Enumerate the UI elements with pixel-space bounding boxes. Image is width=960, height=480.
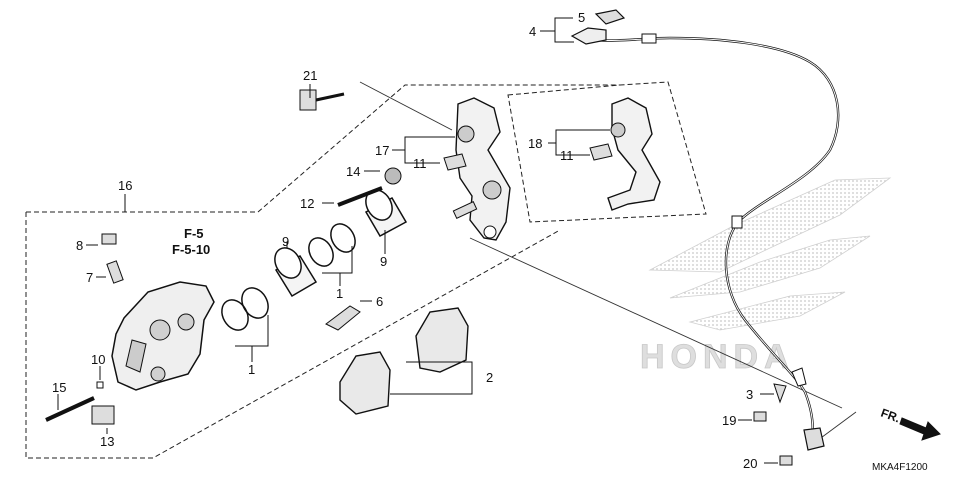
callout-4: 4 <box>529 24 536 39</box>
callout-17: 17 <box>375 143 389 158</box>
callout-9a: 9 <box>282 234 289 249</box>
brake-pads <box>325 305 469 415</box>
callout-16: 16 <box>118 178 132 193</box>
caliper-body <box>111 281 215 391</box>
callout-3: 3 <box>746 387 753 402</box>
group-boxes <box>25 81 707 459</box>
callout-21: 21 <box>303 68 317 83</box>
leader-lines <box>57 17 778 464</box>
callout-1b: 1 <box>248 362 255 377</box>
group-16-box <box>25 212 561 459</box>
callout-6: 6 <box>376 294 383 309</box>
callout-19: 19 <box>722 413 736 428</box>
callout-15: 15 <box>52 380 66 395</box>
callout-8: 8 <box>76 238 83 253</box>
callout-5: 5 <box>578 10 585 25</box>
callout-18: 18 <box>528 136 542 151</box>
callout-12: 12 <box>300 196 314 211</box>
callouts: 16 21 5 4 17 11 14 12 18 11 9 9 1 1 6 2 … <box>52 10 757 471</box>
watermark-text: HONDA <box>640 338 795 376</box>
ref-label-f5-10: F-5-10 <box>172 242 210 257</box>
callout-13: 13 <box>100 434 114 449</box>
callout-2: 2 <box>486 370 493 385</box>
callout-9b: 9 <box>380 254 387 269</box>
callout-10: 10 <box>91 352 105 367</box>
callout-1a: 1 <box>336 286 343 301</box>
callout-11b: 11 <box>560 148 574 163</box>
group-16-box-top <box>26 84 620 213</box>
honda-watermark: HONDA <box>640 177 892 376</box>
callout-20: 20 <box>743 456 757 471</box>
abs-sensor-wire <box>570 9 840 451</box>
diagram-code: MKA4F1200 <box>872 462 928 473</box>
caliper-bracket-18 <box>589 97 661 211</box>
callout-11a: 11 <box>413 156 427 171</box>
callout-7: 7 <box>86 270 93 285</box>
direction-label: FR. <box>879 406 902 426</box>
ref-label-f5: F-5 <box>184 226 204 241</box>
small-hardware <box>45 89 793 466</box>
callout-14: 14 <box>346 164 360 179</box>
front-direction-arrow: FR. <box>879 406 941 441</box>
caliper-bracket-17 <box>443 97 511 241</box>
